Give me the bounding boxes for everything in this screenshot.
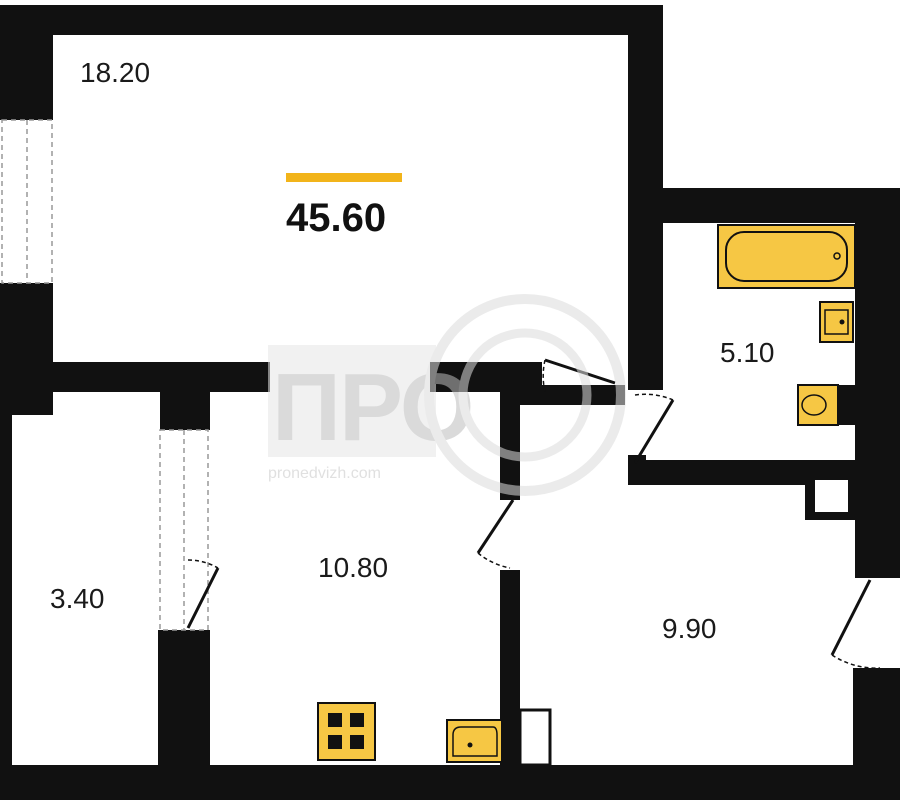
wall-right (855, 188, 900, 578)
total-area-accent-bar (286, 173, 402, 182)
washbasin-bathroom (819, 301, 854, 343)
watermark-logo-box (268, 345, 436, 457)
wall-bottom (0, 765, 900, 800)
door-kitchen (476, 499, 515, 554)
stove (317, 702, 376, 761)
doors (186, 358, 881, 669)
wall-corridor-stub (515, 385, 625, 405)
wall-bath-bottom (630, 460, 805, 485)
wall-top (0, 5, 663, 35)
shaft-niche-upper (815, 480, 848, 512)
windows (1, 119, 209, 631)
walls (0, 5, 900, 800)
door-bathroom (633, 399, 675, 464)
toilet (797, 384, 855, 426)
bathtub (717, 224, 856, 289)
wall-loggia-left (0, 405, 12, 800)
watermark-site: pronedvizh.com (268, 465, 381, 482)
wall-bath-left (628, 455, 646, 485)
area-bedroom: 9.90 (662, 613, 717, 644)
kitchen-sink (446, 719, 503, 763)
door-bedroom (830, 579, 872, 656)
wall-kitchen-bedroom-upper (500, 390, 520, 500)
wall-kitchen-bedroom-lower (500, 570, 520, 800)
total-area: 45.60 (286, 196, 386, 240)
shaft-niche-lower (518, 708, 552, 767)
wall-living-stub (160, 385, 210, 430)
area-bathroom: 5.10 (720, 337, 775, 368)
wall-living-bottom-left (0, 362, 270, 392)
door-loggia (186, 567, 220, 629)
area-living-room: 18.20 (80, 57, 150, 88)
wall-left-upper (0, 5, 53, 120)
area-kitchen: 10.80 (318, 552, 388, 583)
watermark-ring (424, 294, 626, 496)
watermark: ПРО pronedvizh.com (268, 294, 626, 496)
wall-loggia-divider (158, 630, 210, 800)
wall-left-middle (0, 283, 53, 415)
area-loggia: 3.40 (50, 583, 105, 614)
